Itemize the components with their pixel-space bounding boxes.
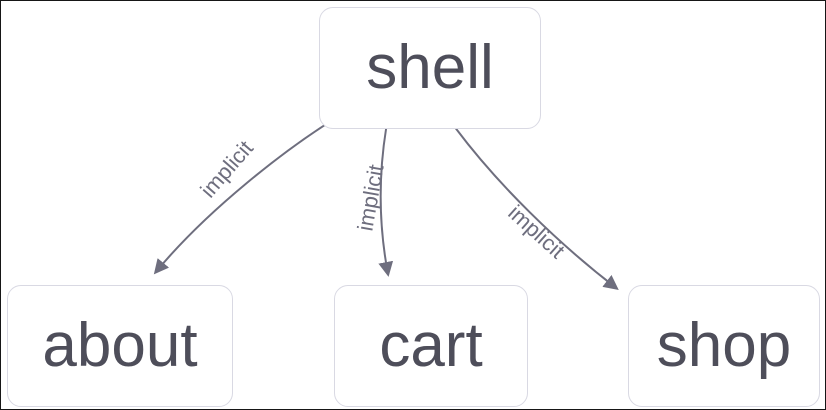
edge-shell-shop bbox=[454, 127, 619, 290]
node-cart-label: cart bbox=[379, 311, 483, 380]
edge-label-shell-shop: implicit bbox=[503, 200, 569, 263]
node-about: about bbox=[7, 285, 233, 407]
edge-label-shell-about: implicit bbox=[195, 136, 258, 203]
node-about-label: about bbox=[42, 311, 198, 380]
node-shop: shop bbox=[628, 285, 820, 407]
edge-label-shell-cart: implicit bbox=[352, 163, 388, 233]
node-cart: cart bbox=[334, 285, 528, 407]
edge-shell-about bbox=[153, 115, 339, 275]
node-shell-label: shell bbox=[366, 33, 494, 102]
node-shell: shell bbox=[319, 7, 541, 129]
edge-shell-cart bbox=[378, 128, 394, 277]
node-shop-label: shop bbox=[656, 311, 792, 380]
